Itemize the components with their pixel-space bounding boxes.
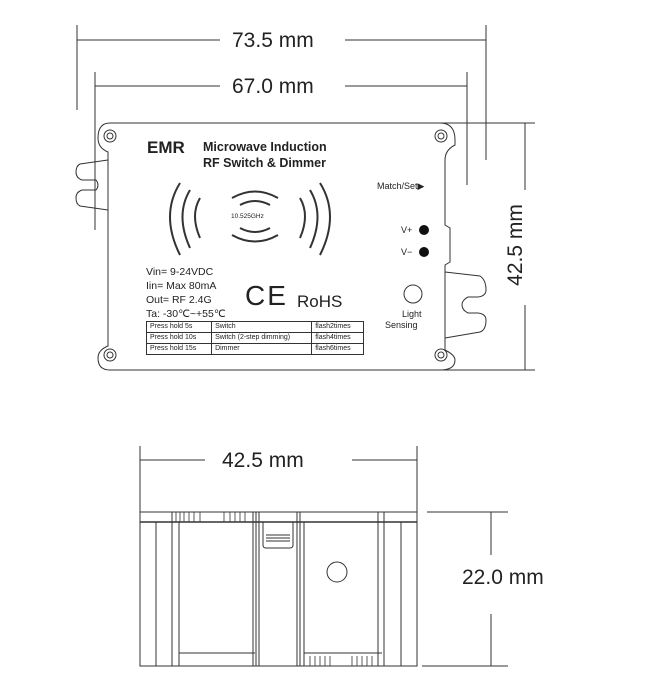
rohs-mark: RoHS [297, 292, 343, 311]
mode-hold: Press hold 15s [145, 343, 213, 355]
mode-hold: Press hold 10s [145, 332, 213, 344]
spec-iin: Iin= Max 80mA [146, 280, 217, 292]
match-set-button-label: Match/Set▶ [377, 181, 425, 191]
product-title-line1: Microwave Induction [203, 140, 327, 154]
v-plus-label: V+ [401, 225, 413, 235]
v-minus-terminal-icon [419, 247, 429, 257]
modes-table: Press hold 5s Switch flash2times Press h… [145, 321, 364, 355]
dimension-height-side: 22.0 mm [462, 566, 544, 590]
mode-hold: Press hold 5s [145, 321, 213, 333]
dimension-overall-length: 73.5 mm [232, 29, 314, 53]
spec-vin: Vin= 9-24VDC [146, 266, 214, 278]
mode-function: Switch [211, 321, 313, 333]
dimension-width-top: 42.5 mm [504, 199, 528, 291]
table-row: Press hold 10s Switch (2-step dimming) f… [145, 332, 364, 344]
mode-flash: flash4times [311, 332, 364, 344]
dimension-mount-spacing: 67.0 mm [232, 75, 314, 99]
table-row: Press hold 15s Dimmer flash6times [145, 343, 364, 355]
v-plus-terminal-icon [419, 225, 429, 235]
brand-name: EMR [147, 138, 185, 157]
light-sensing-label-1: Light [402, 309, 422, 319]
table-row: Press hold 5s Switch flash2times [145, 321, 364, 333]
v-minus-label: V− [401, 247, 413, 257]
mode-function: Dimmer [211, 343, 313, 355]
ce-mark-icon: CE [245, 280, 288, 311]
product-title-line2: RF Switch & Dimmer [203, 156, 326, 170]
light-sensing-label-2: Sensing [385, 320, 418, 330]
mode-function: Switch (2-step dimming) [211, 332, 313, 344]
frequency-label: 10.525GHz [231, 213, 264, 220]
spec-temperature: Ta: -30℃~+55℃ [146, 308, 226, 320]
spec-out: Out= RF 2.4G [146, 294, 212, 306]
dimension-width-side: 42.5 mm [222, 449, 304, 473]
mode-flash: flash6times [311, 343, 364, 355]
mode-flash: flash2times [311, 321, 364, 333]
